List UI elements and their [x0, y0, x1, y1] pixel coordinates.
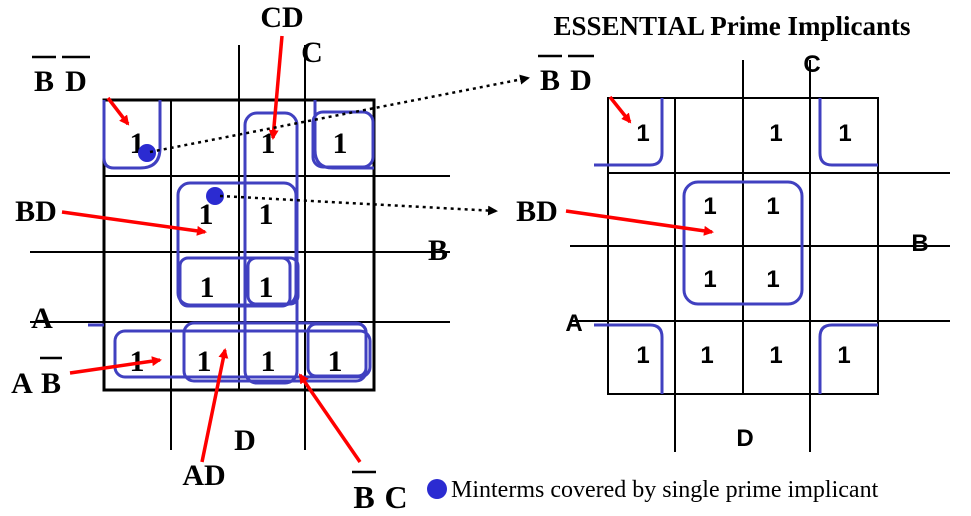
left-kmap-groups [88, 100, 375, 385]
right-kmap-cells: 1 1 1 1 1 1 1 1 1 1 1 [636, 120, 851, 369]
left-cell-r3c1: 1 [197, 345, 212, 378]
left-label-c: C [301, 36, 323, 69]
right-group-corner-tl [594, 98, 664, 167]
left-cell-r2c2: 1 [259, 271, 274, 304]
left-label-bc-c: C [384, 479, 407, 515]
legend-dot [427, 479, 447, 499]
arrow-bd [61, 210, 207, 236]
arrow-bd-bar [106, 96, 130, 126]
left-label-a: A [31, 302, 53, 335]
right-label-bd: BD [516, 195, 558, 228]
dot-essential-bd-bar [138, 144, 156, 162]
right-group-corner-bl [594, 323, 664, 394]
left-label-bd-bar-d: D [65, 65, 87, 98]
right-cell-r0c0: 1 [636, 120, 649, 147]
group-bottom-right [306, 322, 368, 378]
left-cell-r3c2: 1 [261, 345, 276, 378]
right-cell-r3c3: 1 [837, 342, 850, 369]
right-label-bd-bar-d: D [570, 64, 592, 97]
group-top-right [311, 110, 375, 169]
legend-text: Minterms covered by single prime implica… [451, 477, 879, 503]
right-cell-r0c3: 1 [838, 120, 851, 147]
left-cell-r3c3: 1 [328, 345, 343, 378]
left-label-bd: BD [15, 195, 57, 228]
right-cell-r3c2: 1 [769, 342, 782, 369]
right-kmap-groups [594, 98, 878, 394]
left-label-ad: AD [182, 459, 225, 492]
left-label-cd: CD [260, 1, 303, 34]
right-kmap: ESSENTIAL Prime Implicants 1 1 1 1 1 1 [516, 11, 950, 452]
right-kmap-labels: C B A D B D BD [516, 51, 929, 452]
right-kmap-gridlines [570, 60, 950, 452]
right-cell-r3c0: 1 [636, 342, 649, 369]
right-cell-r2c1: 1 [703, 266, 716, 293]
right-label-d: D [736, 425, 753, 452]
arrow-ad [200, 348, 229, 463]
right-arrow-bd [565, 209, 714, 236]
left-cell-r2c1: 1 [200, 271, 215, 304]
right-cell-r2c2: 1 [766, 266, 779, 293]
left-label-d: D [234, 424, 256, 457]
group-ab [113, 329, 372, 379]
right-cell-r0c2: 1 [769, 120, 782, 147]
left-kmap-gridlines [30, 45, 450, 450]
connector-bd-bar [149, 74, 530, 154]
group-d-square [178, 256, 292, 308]
right-group-corner-br [818, 323, 878, 394]
arrow-bc [298, 373, 362, 463]
title: ESSENTIAL Prime Implicants [553, 11, 910, 41]
left-label-bd-bar-b: B [34, 65, 54, 98]
right-cell-r1c2: 1 [766, 193, 779, 220]
left-kmap-arrows [61, 35, 362, 463]
right-label-c: C [803, 51, 820, 78]
arrow-ab [69, 356, 162, 375]
group-bd [176, 181, 298, 307]
group-bd-bar-corner-tl [102, 100, 162, 170]
arrow-cd [268, 35, 284, 140]
left-cell-r0c3: 1 [333, 127, 348, 160]
left-label-b: B [428, 234, 448, 267]
left-label-ab-a: A [11, 367, 33, 400]
right-label-b: B [911, 230, 928, 257]
right-label-bd-bar-b: B [540, 64, 560, 97]
left-kmap-labels: CD C B A D B D BD A B AD B C [11, 1, 448, 515]
left-kmap-cells: 1 1 1 1 1 1 1 1 1 1 1 [130, 127, 348, 378]
right-label-a: A [565, 310, 582, 337]
right-arrow-bd-bar [608, 95, 632, 124]
dot-essential-bd [206, 187, 224, 205]
group-cd-column [243, 111, 299, 385]
left-kmap: 1 1 1 1 1 1 1 1 1 1 1 CD C B A D B D BD [11, 1, 450, 515]
left-cell-r1c1: 1 [199, 198, 214, 231]
right-cell-r3c1: 1 [700, 342, 713, 369]
connectors [149, 74, 530, 216]
left-label-ab-b: B [41, 367, 61, 400]
right-cell-r1c1: 1 [703, 193, 716, 220]
right-group-corner-tr [818, 98, 878, 167]
legend: Minterms covered by single prime implica… [427, 477, 879, 503]
left-cell-r1c2: 1 [259, 198, 274, 231]
right-group-bd [682, 180, 804, 306]
left-label-bc-b: B [353, 479, 374, 515]
left-cell-r3c0: 1 [130, 345, 145, 378]
right-kmap-arrows [565, 95, 714, 236]
